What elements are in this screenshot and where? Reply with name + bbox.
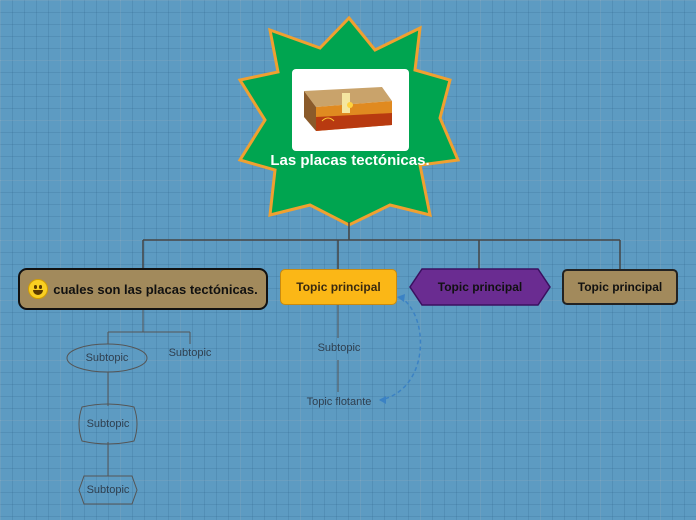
topic-principal-brown[interactable]: Topic principal [562,269,678,305]
topic-label: Topic principal [296,280,381,294]
subtopic-barrel[interactable] [78,403,138,445]
central-topic-title[interactable]: Las placas tectónicas. [270,152,430,169]
subtopic-label[interactable]: Subtopic [317,342,361,354]
tectonic-plates-image [292,69,409,151]
subtopic-ellipse[interactable] [66,343,148,373]
main-connectors [142,222,621,269]
subtopic-label[interactable]: Subtopic [168,347,212,359]
arrowhead-topic [397,294,405,302]
topic-label: cuales son las placas tectónicas. [53,281,258,297]
subtopic-connectors-topic1 [107,310,191,476]
floating-link-arrow [379,296,422,401]
topic-principal-purple[interactable]: Topic principal [410,269,550,305]
subtopic-label[interactable]: Subtopic [85,352,129,364]
subtopic-label[interactable]: Subtopic [86,418,130,430]
floating-topic-label[interactable]: Topic flotante [306,396,372,408]
topic-label: Topic principal [577,280,663,294]
topic-3-hexagon[interactable] [409,268,551,306]
grinning-face-emoji-icon [28,279,49,299]
topic-label: Topic principal [437,280,523,294]
arrowhead-float [379,396,386,404]
tectonic-illustration [304,87,392,131]
subtopic-label[interactable]: Subtopic [86,484,130,496]
topic-principal-yellow[interactable]: Topic principal [280,269,397,305]
topic-placas[interactable]: cuales son las placas tectónicas. [18,268,268,310]
subtopic-hexagon[interactable] [78,475,138,505]
